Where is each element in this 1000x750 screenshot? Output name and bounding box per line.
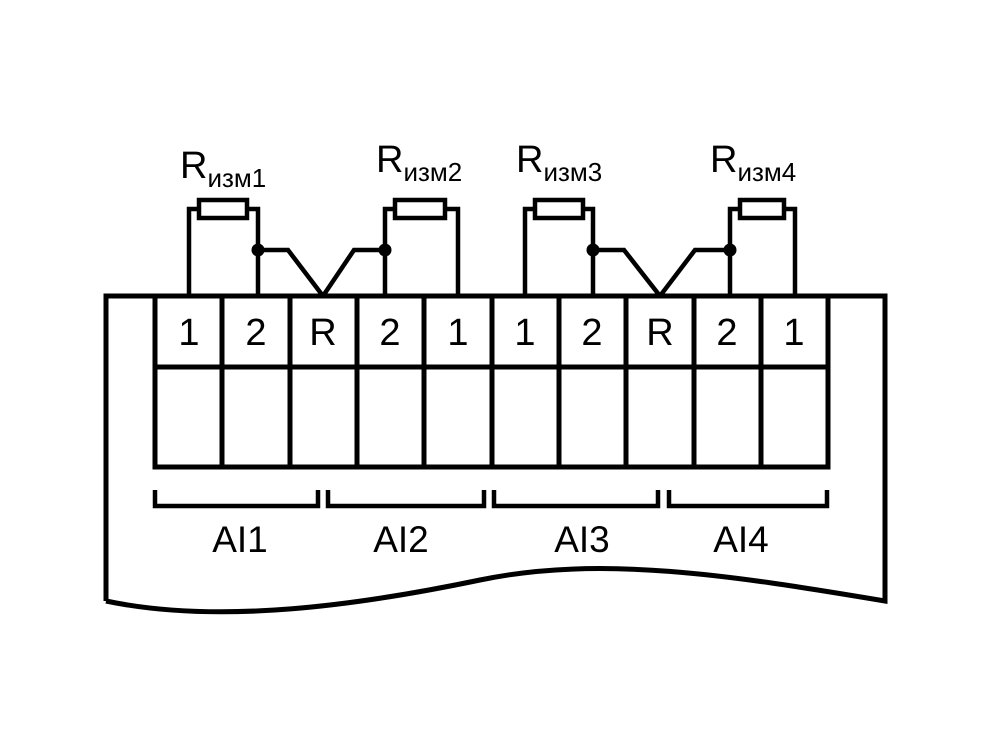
terminal-label: 1 [514,312,535,354]
resistor-body [737,197,787,221]
terminal-label: 2 [379,312,400,354]
resistor-wire [727,206,740,296]
terminal-label: 1 [447,312,468,354]
resistor-body [532,197,586,221]
resistor-1: Rизм1 [180,145,325,298]
group-label: AI3 [554,519,610,560]
group-bracket [325,490,487,509]
resistor-wire [784,206,798,296]
group-bracket [152,490,321,509]
terminal-label: R [309,312,336,354]
return-wire [321,247,385,298]
resistor-wire [445,206,461,296]
return-wire [658,247,730,298]
device-housing [103,293,888,615]
group-brackets: AI1 AI2 AI3 AI4 [152,490,830,560]
terminal-label: 1 [178,312,199,354]
terminal-label: 1 [783,312,804,354]
resistor-label: Rизм2 [376,139,462,187]
resistor-body [392,197,448,221]
group-label: AI1 [212,519,268,560]
resistor-wire [247,206,261,296]
terminal-label: 2 [716,312,737,354]
resistor-wire [186,206,199,296]
terminal-label: 2 [245,312,266,354]
terminal-block: 1 2 R 2 1 1 2 R 2 1 [152,293,831,470]
resistor-2: Rизм2 [321,139,462,298]
resistor-4: Rизм4 [658,139,798,298]
group-bracket [666,490,830,509]
group-label: AI2 [373,519,429,560]
resistor-wire [522,206,535,296]
resistor-3: Rизм3 [516,139,662,298]
return-wire [258,247,325,298]
group-bracket [491,490,661,509]
resistor-wire [583,206,596,296]
resistor-label: Rизм1 [180,145,266,193]
terminal-label: R [646,312,673,354]
resistor-body [196,197,250,221]
resistor-wire [382,206,395,296]
resistor-label: Rизм4 [710,139,796,187]
return-wire [593,247,662,298]
group-label: AI4 [713,519,769,560]
resistor-label: Rизм3 [516,139,602,187]
terminal-label: 2 [581,312,602,354]
